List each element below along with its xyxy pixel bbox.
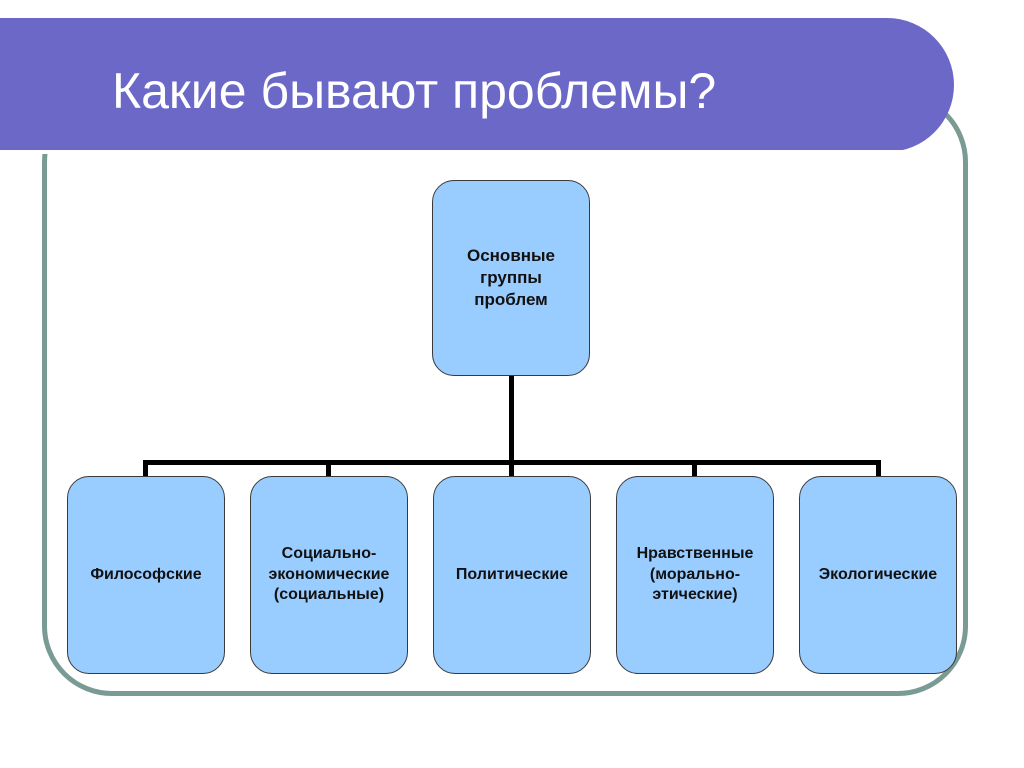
child-node-philosophical: Философские [67,476,225,674]
connector-drop-2 [326,460,331,477]
child-node-label: Социально- экономические (социальные) [268,544,390,604]
root-node-label: Основные группы проблем [466,245,556,310]
child-node-socioeconomic: Социально- экономические (социальные) [250,476,408,674]
child-node-label: Философские [90,565,202,583]
connector-drop-1 [143,460,148,477]
connector-drop-5 [876,460,881,477]
title-bar: Какие бывают проблемы? [0,18,954,154]
slide-title: Какие бывают проблемы? [112,63,717,119]
root-node: Основные группы проблем [432,180,590,376]
connector-root-stem [509,376,514,462]
child-node-label: Нравственные (морально- этические) [636,544,754,604]
connector-drop-4 [692,460,697,477]
child-node-label: Экологические [818,565,938,583]
connector-drop-3 [509,460,514,477]
title-underline [0,150,904,154]
child-node-political: Политические [433,476,591,674]
child-node-label: Политические [455,565,569,583]
child-node-moral: Нравственные (морально- этические) [616,476,774,674]
child-node-ecological: Экологические [799,476,957,674]
